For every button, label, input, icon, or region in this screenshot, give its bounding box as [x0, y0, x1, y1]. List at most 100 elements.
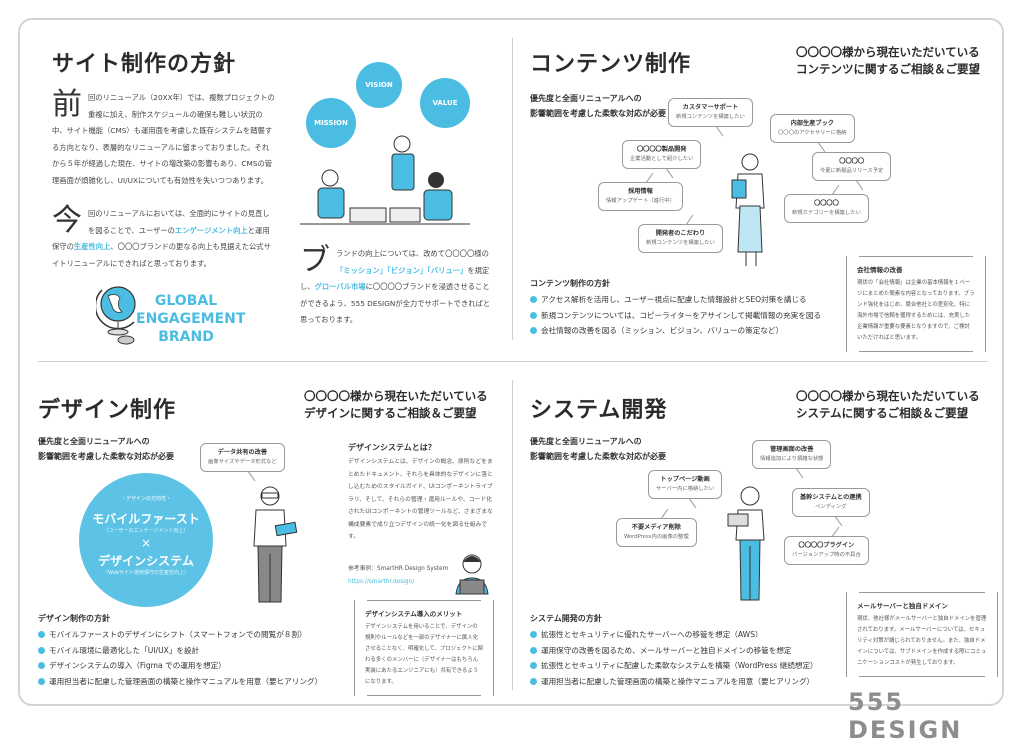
bubble-subtitle: WordPress内の画像の整理 — [624, 534, 689, 540]
request-line: 〇〇〇〇様から現在いただいている — [796, 389, 980, 403]
global-engagement-brand: GLOBAL ENGAGEMENT BRAND — [136, 292, 246, 346]
bubble-title: 管理画面の改善 — [770, 446, 814, 453]
note-body: 現状の「会社情報」は企業の基本情報を１ページにまとめた簡素な内容となっております… — [857, 280, 975, 341]
intro-paragraph-now: 今回のリニューアルにおいては、全面的にサイトの見直しを図ることで、ユーザーのエン… — [52, 206, 276, 272]
note-title: 会社情報の改善 — [857, 266, 903, 274]
note-body: デザインシステムを用いることで、デザインの規則やルールなどを一部のデザイナーに属… — [365, 624, 484, 685]
bubble-subtitle: サーバー内に格納したい — [656, 486, 715, 492]
policy-list: アクセス解析を活用し、ユーザー視点に配慮した情報設計とSEO対策を講じる新規コン… — [530, 292, 821, 339]
times-symbol: × — [140, 536, 152, 550]
policy-title: システム開発の方針 — [530, 614, 602, 623]
team-meeting-illustration — [300, 128, 470, 237]
section-title: システム開発 — [530, 398, 668, 423]
reference-link[interactable]: https://smarthr.design/ — [348, 579, 415, 585]
policy-item: 運用担当者に配慮した管理画面の構築と操作マニュアルを用意（要ヒアリング） — [38, 674, 322, 690]
brand-line: ENGAGEMENT — [136, 311, 246, 327]
bubble-subtitle: 企業活動として紹介したい — [630, 156, 694, 162]
bubble-title: 〇〇〇〇製品開発 — [636, 146, 687, 153]
request-bubble: 〇〇〇〇プラグインバージョンアップ時の不具合 — [784, 536, 869, 565]
note-company-info: 会社情報の改善現状の「会社情報」は企業の基本情報を１ページにまとめた簡素な内容と… — [846, 256, 986, 352]
note-design-system-merits: デザインシステム導入のメリットデザインシステムを用いることで、デザインの規則やル… — [354, 600, 494, 696]
reference-label: 参考事例：SmartHR Design System — [348, 566, 449, 572]
paragraph-text: 回のリニューアルにおいては、全面的にサイトの見直しを図ることで、ユーザーの — [88, 209, 270, 235]
note-title: メールサーバーと独自ドメイン — [857, 602, 948, 610]
divider-vertical-top — [512, 38, 513, 340]
paragraph-text: 、〇〇〇ブランドの更なる向上も見据えた公式サイトリニューアルにできればと思ってお… — [52, 242, 271, 268]
woman-with-laptop-illustration — [726, 484, 774, 608]
bubble-subtitle: 今夏に新製品リリース予定 — [820, 168, 884, 174]
brand-line: BRAND — [158, 329, 214, 345]
lead-text: 優先度と全面リニューアルへの影響範囲を考慮した柔軟な対応が必要 — [530, 91, 666, 121]
bubble-subtitle: 新規コンテンツを構築したい — [676, 114, 745, 120]
request-line: デザインに関するご相談＆ご要望 — [304, 406, 477, 420]
policy-item: 拡張性とセキュリティに配慮した柔軟なシステムを構築（WordPress 継続想定… — [530, 658, 818, 674]
paragraph-text: を規定し、 — [300, 265, 490, 292]
policy-item: デザインシステムの導入（Figma での運用を想定） — [38, 658, 322, 674]
policy-title: コンテンツ制作の方針 — [530, 279, 610, 288]
bubble-subtitle: 情報追加により煩雑な状態 — [760, 456, 824, 462]
bubble-title: 基幹システムとの連携 — [800, 494, 862, 501]
bubble-title: 内部生産ブック — [790, 120, 834, 127]
request-bubble: 〇〇〇〇今夏に新製品リリース予定 — [812, 152, 892, 181]
page-frame — [18, 18, 1004, 706]
lead-text: 優先度と全面リニューアルへの影響範囲を考慮した柔軟な対応が必要 — [38, 434, 174, 464]
policy-item: モバイル環境に最適化した「UI/UX」を設計 — [38, 643, 322, 659]
circle-note-1: （ユーザーのエンゲージメント向上） — [103, 528, 189, 534]
bubble-title: 〇〇〇〇 — [839, 158, 865, 165]
circle-main-1: モバイルファースト — [92, 512, 200, 526]
lead-line: 優先度と全面リニューアルへの — [530, 437, 642, 446]
circle-main-2: デザインシステム — [98, 554, 194, 568]
divider-horizontal — [38, 361, 988, 362]
note-title: デザインシステム導入のメリット — [365, 610, 463, 618]
bubble-subtitle: ペンディング — [815, 504, 847, 510]
lead-line: 優先度と全面リニューアルへの — [38, 437, 150, 446]
intro-paragraph-past: 前回のリニューアル（20XX年）では、複数プロジェクトの重複に加え、制作スケジュ… — [52, 90, 276, 189]
divider-vertical-bottom — [512, 380, 513, 690]
lead-line: 優先度と全面リニューアルへの — [530, 94, 642, 103]
man-with-tablet-illustration — [248, 482, 300, 614]
highlight-text: エンゲージメント向上 — [174, 225, 248, 235]
bubble-title: 採用情報 — [628, 188, 653, 195]
request-line: コンテンツに関するご相談＆ご要望 — [796, 62, 980, 76]
circle-note-2: （Webサイト運用保守の生産性向上） — [103, 570, 189, 576]
request-bubble: データ共有の改善画像サイズやデータ形式など — [200, 443, 285, 472]
request-heading: 〇〇〇〇様から現在いただいているシステムに関するご相談＆ご要望 — [796, 388, 980, 422]
bubble-subtitle: バージョンアップ時の不具合 — [792, 552, 861, 558]
request-line: 〇〇〇〇様から現在いただいている — [304, 389, 488, 403]
request-line: 〇〇〇〇様から現在いただいている — [796, 45, 980, 59]
mission-balloon: MISSION — [306, 98, 356, 148]
woman-with-documents-illustration — [728, 150, 772, 272]
paragraph-text: に〇〇〇〇ブランドを浸透させることができるよう、555 DESIGNが全力でサポ… — [300, 282, 491, 324]
paragraph-text: と運用保守の — [52, 225, 270, 252]
bubble-title: トップページ動画 — [660, 476, 710, 483]
section-title: サイト制作の方針 — [52, 52, 237, 77]
request-bubble: トップページ動画サーバー内に格納したい — [648, 470, 723, 499]
lead-text: 優先度と全面リニューアルへの影響範囲を考慮した柔軟な対応が必要 — [530, 434, 666, 464]
policy-item: 運用保守の改善を図るため、メールサーバーと独自ドメインの移管を想定 — [530, 643, 818, 659]
drop-cap: 今 — [52, 203, 82, 238]
brand-logo: 555 DESIGN — [848, 688, 963, 744]
bubble-title: 〇〇〇〇 — [814, 200, 839, 207]
request-bubble: 〇〇〇〇新規カテゴリーを構築したい — [784, 194, 869, 223]
lead-line: 影響範囲を考慮した柔軟な対応が必要 — [530, 109, 666, 118]
request-bubble: 基幹システムとの連携ペンディング — [792, 488, 870, 517]
bubble-subtitle: 画像サイズやデータ形式など — [208, 459, 277, 465]
bubble-title: 開発者のこだわり — [655, 230, 706, 237]
section-title: コンテンツ制作 — [530, 52, 692, 77]
highlight-text: 生産性向上 — [73, 242, 111, 251]
bubble-title: データ共有の改善 — [217, 449, 268, 456]
policy-list: モバイルファーストのデザインにシフト（スマートフォンでの閲覧が８割）モバイル環境… — [38, 627, 322, 689]
lead-line: 影響範囲を考慮した柔軟な対応が必要 — [38, 452, 174, 461]
request-bubble: 管理画面の改善情報追加により煩雑な状態 — [752, 440, 832, 469]
bubble-subtitle: 〇〇〇のアクセサリーに格納 — [778, 130, 847, 136]
drop-cap: ブ — [300, 243, 330, 278]
brand-line: GLOBAL — [154, 293, 218, 309]
note-mail-server-domain: メールサーバーと独自ドメイン現状、他社様がメールサーバーと独自ドメインを管理され… — [846, 592, 998, 677]
request-heading: 〇〇〇〇様から現在いただいているデザインに関するご相談＆ご要望 — [304, 388, 488, 422]
design-system-title: デザインシステムとは？ — [348, 443, 436, 452]
bubble-subtitle: 新規コンテンツを構築したい — [646, 240, 715, 246]
request-heading: 〇〇〇〇様から現在いただいているコンテンツに関するご相談＆ご要望 — [796, 44, 980, 78]
policy-item: 運用担当者に配慮した管理画面の構築と操作マニュアルを用意（要ヒアリング） — [530, 674, 818, 690]
highlight-text: グローバル市場 — [314, 282, 366, 291]
